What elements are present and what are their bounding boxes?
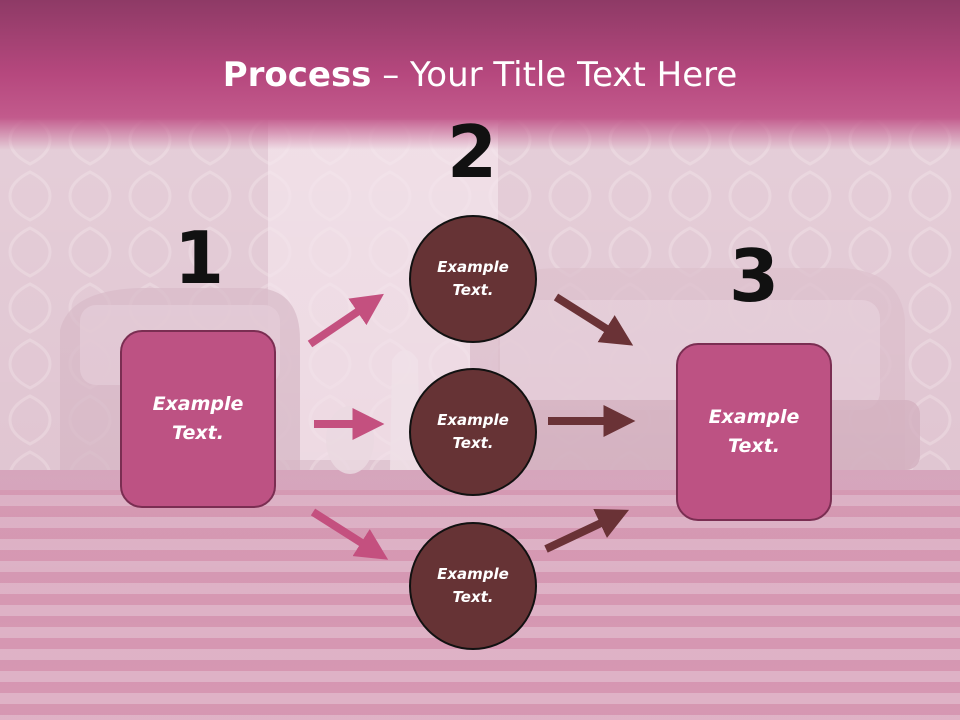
left-process-box: Example Text. — [120, 330, 276, 508]
title-banner — [0, 0, 960, 150]
circle-top: Example Text. — [409, 215, 537, 343]
circle-bottom-text: Example Text. — [437, 565, 509, 606]
circle-bottom: Example Text. — [409, 522, 537, 650]
slide-title: Process – Your Title Text Here — [0, 54, 960, 96]
right-process-box: Example Text. — [676, 343, 832, 521]
circle-top-text: Example Text. — [437, 258, 509, 299]
step-number-2: 2 — [446, 110, 498, 194]
step-number-1: 1 — [173, 216, 225, 300]
left-box-text: Example Text. — [152, 393, 244, 444]
step-number-3: 3 — [728, 234, 780, 318]
right-box-text: Example Text. — [708, 406, 800, 457]
circle-middle-text: Example Text. — [437, 411, 509, 452]
title-rest: – Your Title Text Here — [371, 55, 738, 95]
circle-middle: Example Text. — [409, 368, 537, 496]
title-bold: Process — [222, 55, 372, 95]
